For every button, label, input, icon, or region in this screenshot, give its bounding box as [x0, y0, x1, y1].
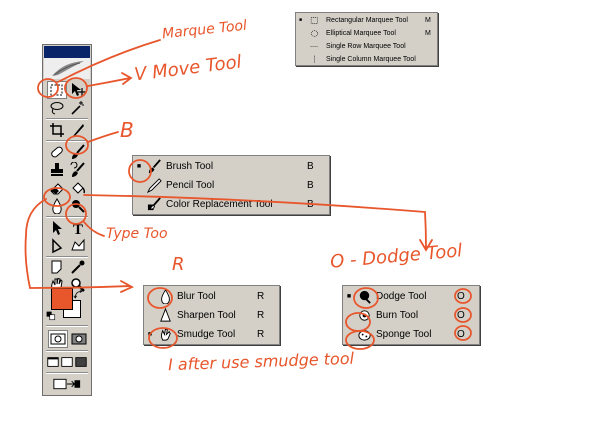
default-colors-icon[interactable]: [46, 311, 56, 321]
clone-stamp-icon[interactable]: [47, 161, 67, 179]
annotation-blur-key: R: [172, 254, 185, 275]
sharpen-icon: [156, 308, 174, 324]
brush-tool-menu: ■ Brush Tool B Pencil Tool B Color Repla…: [132, 155, 330, 215]
lasso-icon[interactable]: [47, 99, 67, 117]
notes-icon[interactable]: [47, 258, 67, 276]
eraser-icon[interactable]: [47, 179, 67, 197]
slice-icon[interactable]: [68, 121, 88, 139]
selected-bullet: ■: [136, 163, 142, 170]
standard-mode-icon[interactable]: [48, 330, 68, 348]
toolbox-divider: [46, 350, 88, 352]
photoshop-feather-logo[interactable]: [44, 58, 90, 79]
selected-bullet: ■: [346, 293, 352, 300]
annotation-type-tool: Type Too: [106, 226, 168, 242]
menu-item-burn[interactable]: Burn Tool O: [343, 306, 479, 325]
brush-tool-icon[interactable]: [68, 143, 88, 161]
pencil-icon: [145, 178, 163, 194]
magic-wand-icon[interactable]: [68, 99, 88, 117]
history-brush-icon[interactable]: [68, 161, 88, 179]
move-arrow: [87, 72, 133, 87]
brush-icon: [145, 159, 163, 175]
annotation-move-tool: V Move Tool: [133, 51, 243, 86]
selected-bullet: ■: [298, 17, 303, 23]
paint-bucket-icon[interactable]: [68, 179, 88, 197]
menu-item-elliptical-marquee[interactable]: Elliptical Marquee Tool M: [296, 26, 437, 40]
type-tool-icon[interactable]: T: [68, 219, 88, 237]
tools-palette: T: [42, 44, 92, 396]
menu-item-blur[interactable]: Blur Tool R: [144, 287, 279, 306]
color-replacement-icon: [145, 197, 163, 213]
crop-icon[interactable]: [47, 121, 67, 139]
custom-shape-icon[interactable]: [68, 237, 88, 255]
menu-item-pencil[interactable]: Pencil Tool B: [133, 176, 329, 195]
toolbox-divider: [46, 372, 88, 374]
marquee-tool-menu: ■ Rectangular Marquee Tool M Elliptical …: [295, 12, 438, 66]
dodge-tool-icon[interactable]: [68, 197, 88, 215]
rectangular-marquee-icon: [305, 12, 323, 28]
swap-colors-icon[interactable]: [73, 289, 85, 301]
jump-to-imageready-icon[interactable]: [51, 375, 83, 393]
path-selection-icon[interactable]: [47, 219, 67, 237]
full-screen-menu-mode-icon[interactable]: [60, 353, 74, 371]
burn-icon: [355, 308, 373, 324]
eyedropper-icon[interactable]: [68, 258, 88, 276]
quick-mask-icon[interactable]: [69, 330, 89, 348]
dodge-icon: [355, 289, 373, 305]
palette-title-bar[interactable]: [44, 46, 90, 58]
brush-pointer-line: [87, 131, 119, 143]
full-screen-mode-icon[interactable]: [74, 353, 88, 371]
menu-item-single-column-marquee[interactable]: Single Column Marquee Tool: [296, 52, 437, 66]
toolbox-divider: [46, 140, 88, 142]
menu-item-dodge[interactable]: ■ Dodge Tool O: [343, 287, 479, 306]
healing-brush-icon[interactable]: [47, 143, 67, 161]
menu-item-sponge[interactable]: Sponge Tool O: [343, 325, 479, 344]
foreground-color-swatch[interactable]: [51, 288, 73, 310]
blur-tool-menu: Blur Tool R Sharpen Tool R ■ Smudge Tool…: [143, 285, 280, 345]
menu-item-sharpen[interactable]: Sharpen Tool R: [144, 306, 279, 325]
toolbox-divider: [46, 256, 88, 258]
menu-item-color-replacement[interactable]: Color Replacement Tool B: [133, 195, 329, 214]
blur-icon: [156, 289, 174, 305]
annotation-marquee-tool: Marque Tool: [161, 17, 248, 43]
standard-screen-mode-icon[interactable]: [46, 353, 60, 371]
annotation-smudge-note: I after use smudge tool: [167, 348, 355, 375]
annotation-brush-key: B: [120, 118, 134, 142]
menu-item-brush[interactable]: ■ Brush Tool B: [133, 157, 329, 176]
pen-tool-icon[interactable]: [47, 237, 67, 255]
selected-bullet: ■: [147, 331, 153, 338]
single-row-marquee-icon: [305, 38, 323, 54]
smudge-icon: [156, 327, 174, 343]
svg-text:T: T: [73, 222, 83, 236]
elliptical-marquee-icon: [305, 25, 323, 41]
single-column-marquee-icon: [305, 51, 323, 67]
menu-item-rectangular-marquee[interactable]: ■ Rectangular Marquee Tool M: [296, 13, 437, 27]
move-tool-icon[interactable]: [68, 81, 88, 99]
toolbox-divider: [46, 216, 88, 218]
menu-item-smudge[interactable]: ■ Smudge Tool R: [144, 325, 279, 344]
toolbox-divider: [46, 118, 88, 120]
toolbox-divider: [46, 325, 88, 327]
sponge-icon: [355, 327, 373, 343]
dodge-tool-menu: ■ Dodge Tool O Burn Tool O Sponge Tool O: [342, 285, 480, 345]
blur-tool-icon[interactable]: [47, 197, 67, 215]
annotation-dodge-tool: O - Dodge Tool: [329, 240, 464, 273]
rectangular-marquee-icon[interactable]: [47, 81, 67, 99]
menu-item-single-row-marquee[interactable]: Single Row Marquee Tool: [296, 39, 437, 53]
